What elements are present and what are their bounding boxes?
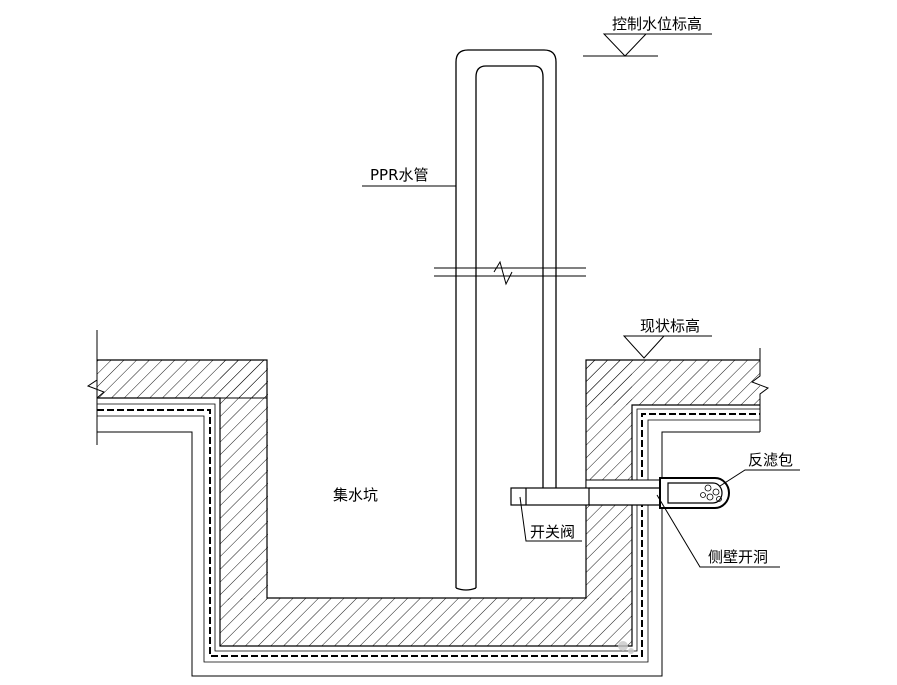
membrane-solid (97, 403, 760, 652)
side-opening (585, 479, 663, 506)
zigzag-break-symbol (86, 330, 105, 445)
current-level-marker (622, 335, 712, 359)
switch-valve-body (510, 487, 590, 506)
control-level-label: 控制水位标高 (612, 15, 702, 33)
right-top-slab (586, 360, 760, 405)
membrane-inner (97, 415, 760, 663)
current-level-label: 现状标高 (640, 317, 700, 335)
side-opening-leader (656, 494, 780, 568)
valve-label: 开关阀 (530, 523, 575, 541)
outer-outline (97, 397, 760, 647)
pipe-bottom-cap (455, 587, 477, 591)
horizontal-pipe (510, 487, 660, 506)
pipe-outer (455, 49, 557, 588)
watermark-logo (618, 641, 634, 654)
leader-lines (362, 185, 800, 568)
triangle-level-marker (622, 335, 666, 359)
filter-bag-label: 反滤包 (748, 451, 793, 469)
side-opening-label: 侧壁开洞 (708, 548, 768, 566)
filter-gravel-icon (700, 484, 722, 502)
protective-layer (97, 431, 760, 677)
right-wall-lower (586, 505, 632, 600)
concrete-structure (96, 359, 760, 647)
filter-bag-leader (719, 469, 800, 487)
left-break-line (86, 330, 105, 445)
ppr-pipe-label: PPR水管 (370, 166, 429, 184)
triangle-level-marker (602, 33, 648, 57)
inner-outline (97, 359, 760, 599)
membrane-dashed (97, 409, 760, 657)
waterproof-layers (97, 403, 760, 677)
control-level-marker (583, 33, 712, 57)
left-wall (220, 360, 268, 600)
ppr-pipe (455, 49, 557, 591)
filter-bag-inner (667, 482, 723, 504)
right-break-line (750, 348, 770, 432)
side-opening-group (585, 477, 730, 509)
sump-label: 集水坑 (333, 486, 378, 504)
bottom-slab (220, 598, 632, 646)
filter-bag (659, 477, 730, 509)
valve-leader (519, 496, 582, 542)
zigzag-break-symbol (750, 348, 770, 432)
pipe-inner (475, 65, 544, 588)
pipe-break (434, 260, 586, 286)
zigzag-break-symbol (493, 260, 513, 286)
